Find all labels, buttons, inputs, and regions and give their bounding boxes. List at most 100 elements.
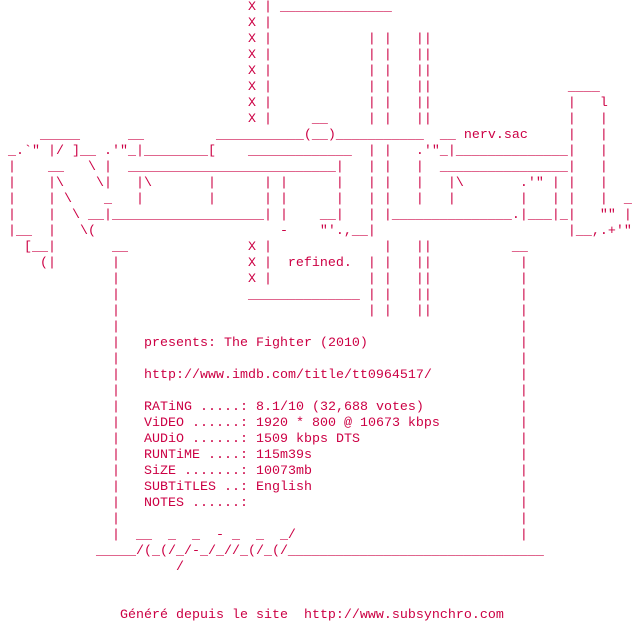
box-border-right: | [431, 368, 528, 383]
info-box-line: | RATiNG .....: 8.1/10 (32,688 votes) | [8, 400, 632, 416]
info-box-line: | http://www.imdb.com/title/tt0964517/ | [8, 368, 632, 384]
footer-line: Généré depuis le site http://www.subsync… [8, 608, 632, 624]
box-border-right: | [143, 352, 528, 367]
info-box-line: | presents: The Fighter (2010) | [8, 336, 632, 352]
ascii-art-text: X | | | || | l [8, 96, 608, 111]
ascii-art-text: | ______________ | | || | [8, 288, 528, 303]
ascii-art-line: | | \ __|___________________| | __| | |_… [8, 208, 632, 224]
ascii-art-text: X | | | || [8, 64, 432, 79]
info-label: RUNTiME ....: [143, 448, 248, 463]
ascii-art-text: X | | | || [8, 32, 432, 47]
ascii-art-text: | __ \ | __________________________| | |… [8, 160, 608, 175]
ascii-art-line: X | | | || ____ [8, 80, 632, 96]
presents-title: presents: The Fighter (2010) [143, 336, 368, 351]
ascii-art-text: _.`" |/ ]__ .'"_|________[ _____________… [8, 144, 608, 159]
ascii-art-line: | ______________ | | || | [8, 288, 632, 304]
info-box-line: | AUDiO ......: 1509 kbps DTS | [8, 432, 632, 448]
info-spacer [248, 416, 256, 431]
info-box-line: | SUBTiTLES ..: English | [8, 480, 632, 496]
info-label: SiZE .......: [143, 464, 248, 479]
ascii-art-text: X | | | || ____ [8, 80, 600, 95]
ascii-art-line: X | ______________ [8, 0, 632, 16]
info-spacer [248, 448, 256, 463]
ascii-art-line: |__ | \( - "'.,__| |__,.+'" [8, 224, 632, 240]
box-border-right: | [143, 384, 528, 399]
box-border-left: | [8, 400, 144, 415]
ascii-art-text: | | \ __|___________________| | __| | |_… [8, 208, 632, 223]
ascii-art-line: [__| __ X | | || __ [8, 240, 632, 256]
ascii-art-text: [__| __ X | | || __ [8, 240, 528, 255]
info-label: ViDEO ......: [143, 416, 248, 431]
box-border-left: | [8, 336, 144, 351]
ascii-art-text: | | | || | [8, 304, 528, 319]
ascii-art-text: X | [8, 16, 272, 31]
box-border-right: | [439, 416, 528, 431]
box-border-right: | [143, 512, 528, 527]
imdb-url: http://www.imdb.com/title/tt0964517/ [143, 368, 432, 383]
ascii-art-line: X | [8, 16, 632, 32]
info-box-line: | SiZE .......: 10073mb | [8, 464, 632, 480]
ascii-art-text: | X | | | || | [8, 272, 528, 287]
ascii-art-line: X | | | || | l [8, 96, 632, 112]
ascii-art-line: | |\ \| |\ | | | | | | | |\ .'" | | | [8, 176, 632, 192]
ascii-art-line: X | | | || [8, 32, 632, 48]
ascii-art-line [8, 576, 632, 592]
info-spacer [248, 464, 256, 479]
info-spacer [248, 432, 256, 447]
info-label: NOTES ......: [143, 496, 248, 511]
box-border-right: | [311, 464, 528, 479]
info-box-line: | ViDEO ......: 1920 * 800 @ 10673 kbps … [8, 416, 632, 432]
ascii-art-line: X | __ | | || | | [8, 112, 632, 128]
info-label: AUDiO ......: [143, 432, 248, 447]
ascii-art-text: | |\ \| |\ | | | | | | | |\ .'" | | | [8, 176, 608, 191]
footer-indent [8, 608, 120, 623]
box-border-left: | [8, 384, 144, 399]
ascii-art-line: | | | || | [8, 304, 632, 320]
info-box-line: | | [8, 512, 632, 528]
info-box-line: | | [8, 352, 632, 368]
box-border-right: | [423, 400, 528, 415]
box-border-right: | [255, 496, 528, 511]
info-box-line: | | [8, 320, 632, 336]
info-value: English [255, 480, 312, 495]
box-border-left: | [8, 512, 144, 527]
ascii-art-line: (| | X | refined. | | || | [8, 256, 632, 272]
ascii-art-line: | __ _ _ - _ _ _/ | [8, 528, 632, 544]
ascii-art-line: _____ __ ___________(__)___________ __ n… [8, 128, 632, 144]
ascii-art-line: X | | | || [8, 48, 632, 64]
info-label: SUBTiTLES ..: [143, 480, 248, 495]
ascii-art-line: / [8, 560, 632, 576]
ascii-art-line [8, 592, 632, 608]
info-label: RATiNG .....: [143, 400, 248, 415]
box-border-left: | [8, 464, 144, 479]
info-spacer [248, 480, 256, 495]
ascii-art-text: X | __ | | || | | [8, 112, 608, 127]
ascii-art-text: | | \ _ | | | | | | | | | | | | | __ [8, 192, 632, 207]
info-spacer [248, 400, 256, 415]
footer-credit: Généré depuis le site http://www.subsync… [119, 608, 504, 623]
ascii-art-line: X | | | || [8, 64, 632, 80]
ascii-art-line: | X | | | || | [8, 272, 632, 288]
box-border-right: | [311, 448, 528, 463]
box-border-left: | [8, 432, 144, 447]
box-border-right: | [311, 480, 528, 495]
box-border-left: | [8, 320, 144, 335]
box-border-left: | [8, 448, 144, 463]
info-value: 1920 * 800 @ 10673 kbps [255, 416, 440, 431]
nfo-text-art: X | ______________ X | X | | | || X | | … [8, 0, 632, 624]
ascii-art-text: X | ______________ [8, 0, 392, 15]
info-value: 115m39s [255, 448, 312, 463]
ascii-art-line: _.`" |/ ]__ .'"_|________[ _____________… [8, 144, 632, 160]
box-border-left: | [8, 416, 144, 431]
box-border-left: | [8, 496, 144, 511]
info-box-line: | RUNTiME ....: 115m39s | [8, 448, 632, 464]
ascii-art-text: _____ __ ___________(__)___________ __ n… [8, 128, 608, 143]
ascii-art-text: (| | X | refined. | | || | [8, 256, 528, 271]
ascii-art-text: X | | | || [8, 48, 432, 63]
box-border-right: | [359, 432, 528, 447]
info-value: 10073mb [255, 464, 312, 479]
info-value: 1509 kbps DTS [255, 432, 360, 447]
info-box-line: | | [8, 384, 632, 400]
info-value: 8.1/10 (32,688 votes) [255, 400, 424, 415]
ascii-art-text: / [8, 560, 184, 575]
